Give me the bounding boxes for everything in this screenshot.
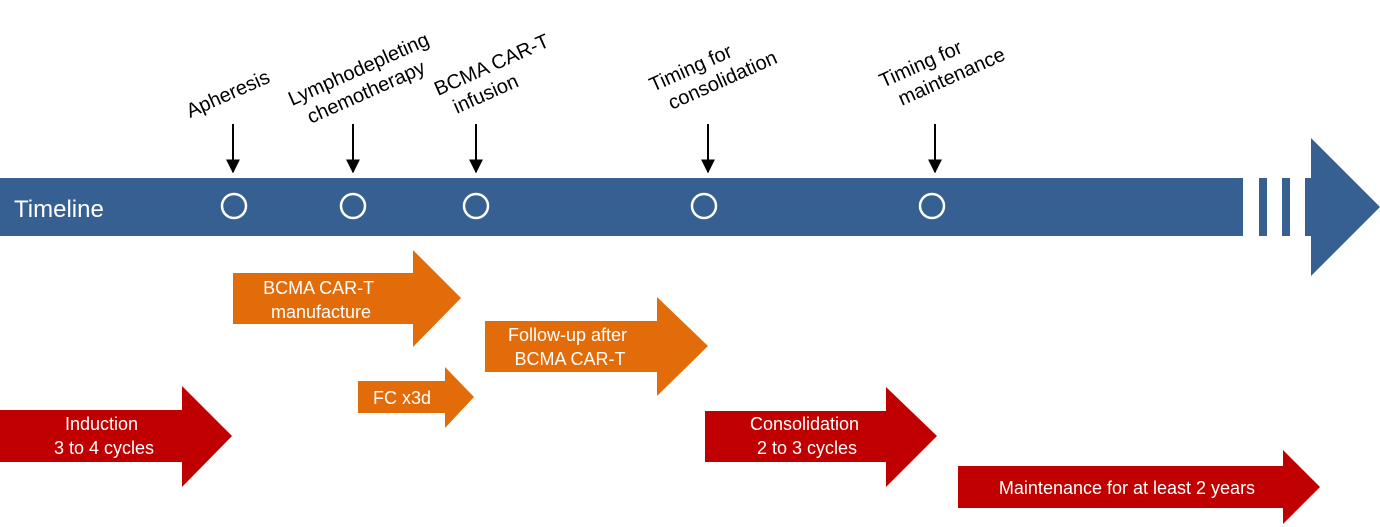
phase-arrow-shape xyxy=(485,297,708,396)
timeline-bar: Timeline xyxy=(0,138,1380,276)
phase-arrows: BCMA CAR-T manufacture Follow-up after B… xyxy=(0,250,1320,524)
phase-arrow-label: BCMA CAR-T manufacture xyxy=(263,278,379,322)
milestone-circle-maintenance-timing xyxy=(918,192,946,220)
phase-arrow-label: Consolidation 2 to 3 cycles xyxy=(750,414,864,458)
timeline-arrowhead xyxy=(1305,138,1380,276)
milestone-circle-infusion xyxy=(462,192,490,220)
timeline-title: Timeline xyxy=(14,196,104,223)
milestone-label-consolidation-timing: Timing for consolidation xyxy=(646,25,781,119)
phase-arrow-shape xyxy=(705,387,937,487)
milestone-label-lymphodepleting: Lymphodepleting chemotherapy xyxy=(285,27,447,133)
timeline-bar-stripe xyxy=(1282,178,1290,236)
phase-arrow-fc: FC x3d xyxy=(358,367,474,428)
timeline-bar-body xyxy=(0,178,1243,236)
milestone-pointers xyxy=(226,124,942,174)
milestone-circles xyxy=(220,192,946,220)
milestone-circle-consolidation-timing xyxy=(690,192,718,220)
phase-arrow-induction: Induction 3 to 4 cycles xyxy=(0,386,232,487)
phase-arrow-label: FC x3d xyxy=(373,388,431,408)
timeline-bar-stripe xyxy=(1259,178,1267,236)
milestone-label-apheresis: Apheresis xyxy=(183,66,273,122)
phase-arrow-manufacture: BCMA CAR-T manufacture xyxy=(233,250,461,347)
phase-arrow-label: Follow-up after BCMA CAR-T xyxy=(508,325,632,369)
milestone-label-maintenance-timing: Timing for maintenance xyxy=(876,22,1008,115)
milestone-label-infusion: BCMA CAR-T infusion xyxy=(431,28,567,122)
milestone-circle-apheresis xyxy=(220,192,248,220)
phase-arrow-shape xyxy=(358,367,474,428)
phase-arrow-maintenance: Maintenance for at least 2 years xyxy=(958,450,1320,524)
phase-arrow-shape xyxy=(958,450,1320,524)
phase-arrow-shape xyxy=(233,250,461,347)
phase-arrow-consolidation: Consolidation 2 to 3 cycles xyxy=(705,387,937,487)
phase-arrow-shape xyxy=(0,386,232,487)
phase-arrow-label: Induction 3 to 4 cycles xyxy=(54,414,154,458)
milestone-circle-lymphodepleting xyxy=(339,192,367,220)
milestone-labels: Apheresis Lymphodepleting chemotherapy B… xyxy=(183,22,1008,133)
phase-arrow-followup: Follow-up after BCMA CAR-T xyxy=(485,297,708,396)
phase-arrow-label: Maintenance for at least 2 years xyxy=(999,478,1255,498)
